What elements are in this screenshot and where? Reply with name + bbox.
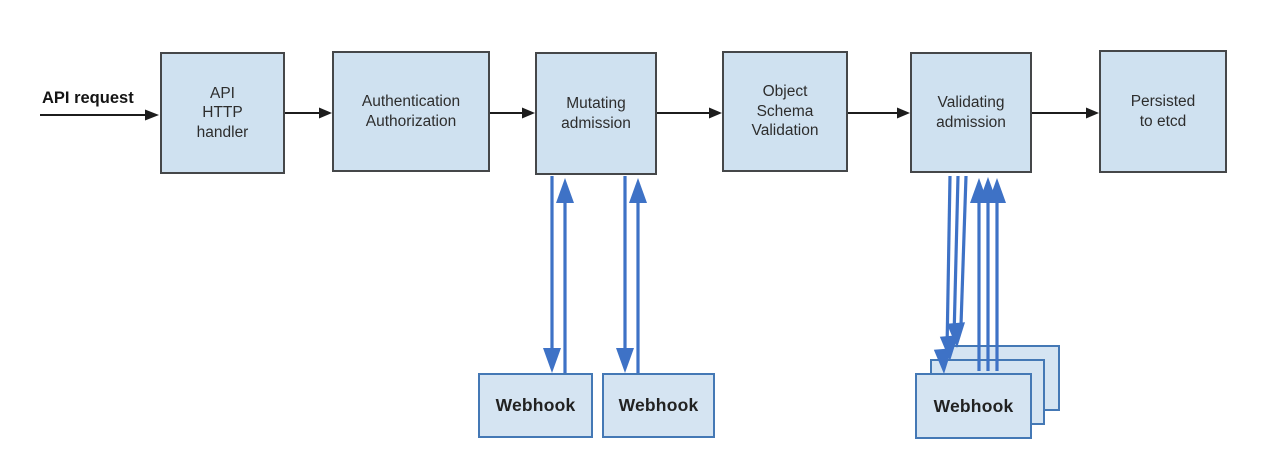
webhook-node-mutating-2: Webhook <box>602 373 715 438</box>
webhook-call-arrow-icon <box>939 175 960 361</box>
node-persisted-to-etcd: Persisted to etcd <box>1099 50 1227 173</box>
webhook-response-arrow-icon <box>970 178 988 371</box>
node-api-http-handler: API HTTP handler <box>160 52 285 174</box>
webhook-node-validating-front: Webhook <box>915 373 1032 439</box>
flow-arrow-icon <box>848 107 910 119</box>
webhook-response-arrow-icon <box>988 178 1006 371</box>
flow-arrow-icon <box>657 107 722 119</box>
node-validating-admission: Validating admission <box>910 52 1032 173</box>
flow-arrow-icon <box>285 107 332 119</box>
flow-arrow-icon <box>490 107 535 119</box>
webhook-call-arrow-icon <box>616 176 634 373</box>
node-label: Authentication Authorization <box>361 93 461 130</box>
node-label: API HTTP handler <box>196 84 249 141</box>
node-label: Validating admission <box>936 94 1006 131</box>
flow-arrow-icon <box>1032 107 1099 119</box>
webhook-call-arrow-icon <box>543 176 561 373</box>
webhook-response-arrow-icon <box>556 178 574 373</box>
node-authentication-authorization: Authentication Authorization <box>332 51 490 172</box>
node-label: Object Schema Validation <box>751 83 819 140</box>
webhook-response-arrow-icon <box>979 177 997 371</box>
node-mutating-admission: Mutating admission <box>535 52 657 175</box>
node-label: Mutating admission <box>561 95 631 132</box>
api-request-arrow-icon <box>40 109 159 121</box>
webhook-node-mutating-1: Webhook <box>478 373 593 438</box>
webhook-label: Webhook <box>495 395 576 415</box>
webhook-label: Webhook <box>618 395 699 415</box>
api-request-label: API request <box>42 89 134 107</box>
webhook-response-arrow-icon <box>629 178 647 373</box>
node-object-schema-validation: Object Schema Validation <box>722 51 848 172</box>
webhook-call-arrow-icon <box>946 175 968 348</box>
node-label: Persisted to etcd <box>1130 93 1196 130</box>
webhook-label: Webhook <box>933 395 1014 416</box>
